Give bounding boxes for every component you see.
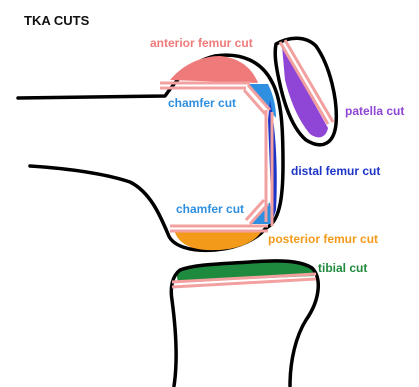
label-tibial-cut: tibial cut	[318, 261, 367, 275]
label-distal-femur-cut: distal femur cut	[291, 164, 380, 178]
label-posterior-femur-cut: posterior femur cut	[268, 232, 378, 246]
label-patella-cut: patella cut	[345, 104, 404, 118]
label-chamfer-cut-bottom: chamfer cut	[176, 202, 244, 216]
label-chamfer-cut-top: chamfer cut	[168, 96, 236, 110]
anterior-femur-cut-region	[170, 56, 258, 83]
label-anterior-femur-cut: anterior femur cut	[150, 36, 253, 50]
diagram-title: TKA CUTS	[24, 13, 90, 28]
